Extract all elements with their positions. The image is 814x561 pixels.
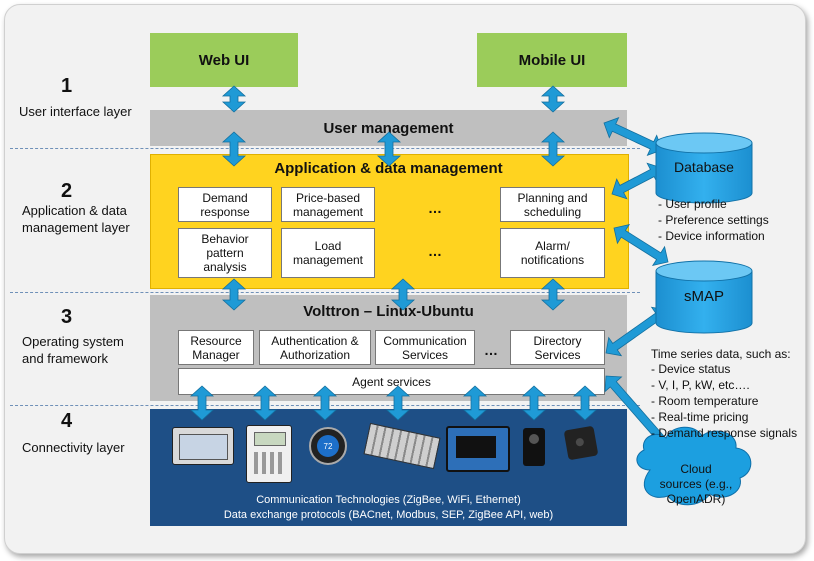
- module-alarm-notifications: Alarm/ notifications: [500, 228, 605, 278]
- arrow-agent-device-5: [462, 385, 488, 421]
- connectivity-caption: Communication Technologies (ZigBee, WiFi…: [150, 493, 627, 523]
- database-item: - Device information: [658, 229, 765, 243]
- module-planning-scheduling: Planning and scheduling: [500, 187, 605, 222]
- smap-caption: Time series data, such as:: [651, 347, 791, 361]
- energy-meter-device: [446, 426, 510, 472]
- user-management-label: User management: [323, 119, 454, 137]
- arrow-agent-device-6: [521, 385, 547, 421]
- database-item: - Preference settings: [658, 213, 769, 227]
- touchscreen-panel-device: [172, 427, 234, 465]
- smap-item: - Real-time pricing: [651, 410, 749, 424]
- arrow-usermgmt-app-right: [540, 131, 566, 167]
- service-directory: Directory Services: [510, 330, 605, 365]
- mobile-ui-label: Mobile UI: [518, 51, 586, 69]
- smap-cylinder: [655, 260, 753, 334]
- module-load-management: Load management: [281, 228, 375, 278]
- os-ellipsis: …: [484, 342, 499, 358]
- layer-3-number: 3: [61, 306, 73, 328]
- thermostat-display: 72: [317, 435, 339, 457]
- layer-3-name: Operating system and framework: [22, 334, 124, 366]
- arrow-app-database: [611, 162, 663, 200]
- os-layer-title: Volttron – Linux-Ubuntu: [303, 303, 474, 320]
- arrow-mobileui-usermgmt: [540, 85, 566, 113]
- arrow-usermgmt-database: [603, 116, 663, 157]
- arrow-webui-usermgmt: [221, 85, 247, 113]
- smap-item: - Device status: [651, 362, 731, 376]
- database-items-list: - User profile - Preference settings - D…: [658, 196, 769, 244]
- layer-1-number: 1: [61, 75, 73, 97]
- smap-item: - Demand response signals: [651, 426, 798, 440]
- plug-load-sensor-device: [523, 428, 545, 466]
- arrow-agent-device-4: [385, 385, 411, 421]
- smap-items-list: - Device status - V, I, P, kW, etc…. - R…: [651, 361, 797, 441]
- arrow-agent-device-2: [252, 385, 278, 421]
- layer-separator-1: [10, 148, 640, 149]
- smap-label: sMAP: [683, 288, 724, 305]
- module-price-based-management: Price-based management: [281, 187, 375, 222]
- cloud-shape: [636, 426, 752, 506]
- smap-item: - V, I, P, kW, etc….: [651, 378, 750, 392]
- app-ellipsis-row-2: …: [428, 243, 443, 259]
- module-demand-response: Demand response: [178, 187, 272, 222]
- layer-4-number: 4: [61, 410, 73, 432]
- arrow-app-os-right: [540, 278, 566, 311]
- smap-item: - Room temperature: [651, 394, 759, 408]
- layer-2-number: 2: [61, 180, 73, 202]
- database-cylinder: [655, 132, 753, 204]
- service-communication: Communication Services: [375, 330, 475, 365]
- communication-technologies-text: Communication Technologies (ZigBee, WiFi…: [256, 494, 521, 506]
- web-ui-box: Web UI: [150, 33, 298, 87]
- data-exchange-protocols-text: Data exchange protocols (BACnet, Modbus,…: [223, 509, 554, 521]
- arrow-agent-device-7: [572, 385, 598, 421]
- layer-4-name: Connectivity layer: [22, 440, 125, 455]
- service-resource-manager: Resource Manager: [178, 330, 254, 365]
- arrow-usermgmt-app-center: [376, 131, 402, 167]
- database-item: - User profile: [658, 197, 727, 211]
- arrow-app-os-center: [390, 278, 416, 311]
- app-ellipsis-row-1: …: [428, 200, 443, 216]
- layer-separator-2: [10, 292, 640, 293]
- layer-1-name: User interface layer: [19, 104, 132, 119]
- cloud-label: Cloud sources (e.g., OpenADR): [659, 462, 733, 506]
- module-behavior-pattern-analysis: Behavior pattern analysis: [178, 228, 272, 278]
- web-ui-label: Web UI: [198, 51, 250, 69]
- mobile-ui-box: Mobile UI: [477, 33, 627, 87]
- layer-2-name: Application & data management layer: [22, 203, 130, 235]
- application-layer-title: Application & data management: [274, 160, 503, 177]
- arrow-app-smap: [613, 223, 669, 267]
- arrow-usermgmt-app-left: [221, 131, 247, 167]
- arrow-agent-device-1: [189, 385, 215, 421]
- arrow-app-os-left: [221, 278, 247, 311]
- wall-thermostat-device: [246, 425, 292, 483]
- arrow-layer: [189, 85, 678, 457]
- smart-thermostat-device: 72: [309, 427, 347, 465]
- arrow-agent-device-3: [312, 385, 338, 421]
- database-label: Database: [674, 159, 734, 175]
- service-authentication-authorization: Authentication & Authorization: [259, 330, 371, 365]
